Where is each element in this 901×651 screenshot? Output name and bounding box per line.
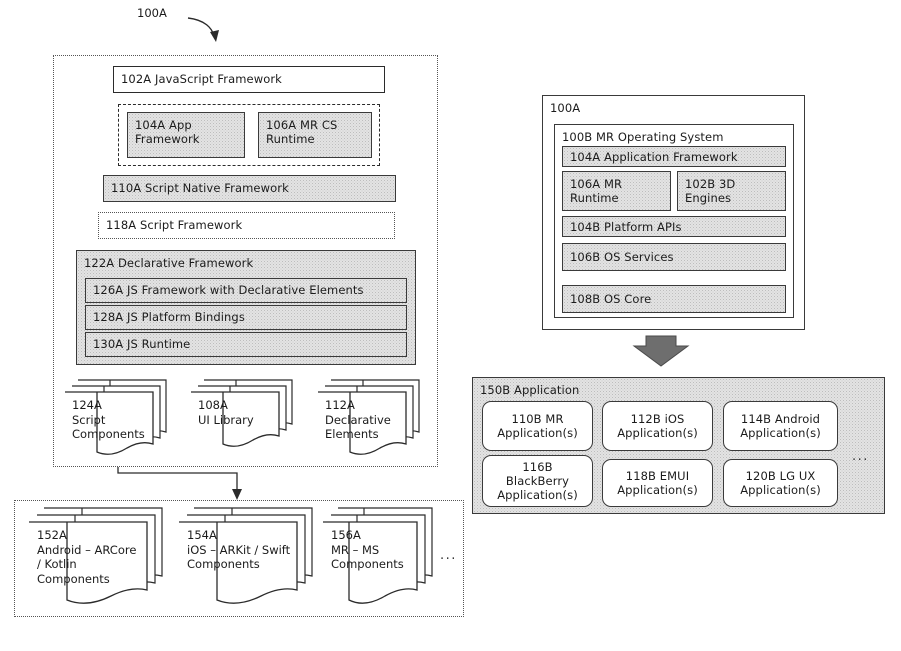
block-150b-label: 150B Application	[480, 383, 580, 397]
block-102b-label: 102B 3D Engines	[685, 177, 736, 205]
block-110a-label: 110A Script Native Framework	[111, 181, 289, 195]
block-102a-javascript-framework[interactable]: 102A JavaScript Framework	[113, 66, 385, 93]
docstack-112a-label: 112A Declarative Elements	[325, 398, 391, 441]
block-104b-platform-apis[interactable]: 104B Platform APIs	[562, 216, 786, 237]
app-118b-label: 118B EMUI Application(s)	[617, 469, 698, 497]
docstack-124a-script-components[interactable]: 124A Script Components	[62, 378, 174, 460]
block-130a-label: 130A JS Runtime	[93, 337, 191, 351]
block-106b-label: 106B OS Services	[570, 250, 674, 264]
app-118b-emui[interactable]: 118B EMUI Application(s)	[602, 459, 713, 507]
block-106b-os-services[interactable]: 106B OS Services	[562, 243, 786, 271]
docstack-112a-declarative-elements[interactable]: 112A Declarative Elements	[315, 378, 427, 460]
block-106a-mr-cs-runtime[interactable]: 106A MR CS Runtime	[258, 112, 372, 158]
block-118a-label: 118A Script Framework	[106, 218, 243, 232]
block-104a-label: 104A App Framework	[135, 118, 200, 146]
block-108b-os-core[interactable]: 108B OS Core	[562, 285, 786, 313]
app-120b-label: 120B LG UX Application(s)	[740, 469, 821, 497]
docstack-108a-ui-library[interactable]: 108A UI Library	[188, 378, 300, 460]
docstack-156a-label: 156A MR – MS Components	[331, 528, 404, 571]
block-128a-js-platform-bindings[interactable]: 128A JS Platform Bindings	[85, 305, 407, 330]
docstack-152a-label: 152A Android – ARCore / Kotlin Component…	[37, 528, 137, 586]
block-104b-label: 104B Platform APIs	[570, 220, 682, 234]
docstack-124a-label: 124A Script Components	[72, 398, 145, 441]
app-116b-blackberry[interactable]: 116B BlackBerry Application(s)	[482, 455, 593, 507]
app-120b-lg-ux[interactable]: 120B LG UX Application(s)	[723, 459, 838, 507]
app-110b-label: 110B MR Application(s)	[497, 412, 578, 440]
bottom-left-ellipsis: ...	[440, 548, 457, 563]
docstack-154a-label: 154A iOS – ARKit / Swift Components	[187, 528, 291, 571]
right-panel-outer-label: 100A	[550, 101, 581, 115]
block-108b-label: 108B OS Core	[570, 292, 652, 306]
bottom-right-ellipsis: ...	[852, 449, 869, 464]
figure-reference-100a: 100A	[137, 6, 167, 20]
app-112b-label: 112B iOS Application(s)	[617, 412, 698, 440]
block-126a-label: 126A JS Framework with Declarative Eleme…	[93, 283, 364, 297]
block-126a-js-framework-declarative-elements[interactable]: 126A JS Framework with Declarative Eleme…	[85, 278, 407, 303]
app-114b-label: 114B Android Application(s)	[740, 412, 821, 440]
block-104a-app-framework[interactable]: 104A App Framework	[127, 112, 245, 158]
app-114b-android[interactable]: 114B Android Application(s)	[723, 401, 838, 451]
block-106a-mr-runtime-label: 106A MR Runtime	[570, 177, 623, 205]
app-110b-mr[interactable]: 110B MR Application(s)	[482, 401, 593, 451]
block-102a-label: 102A JavaScript Framework	[121, 72, 282, 86]
block-100b-label: 100B MR Operating System	[562, 130, 724, 144]
block-122a-label: 122A Declarative Framework	[84, 256, 254, 270]
block-118a-script-framework[interactable]: 118A Script Framework	[98, 212, 395, 239]
block-104a-application-framework[interactable]: 104A Application Framework	[562, 146, 786, 167]
block-110a-script-native-framework[interactable]: 110A Script Native Framework	[103, 175, 396, 202]
block-106a-label: 106A MR CS Runtime	[266, 118, 338, 146]
docstack-152a-android-components[interactable]: 152A Android – ARCore / Kotlin Component…	[26, 506, 171, 606]
block-128a-label: 128A JS Platform Bindings	[93, 310, 245, 324]
docstack-108a-label: 108A UI Library	[198, 398, 254, 427]
block-106a-mr-runtime[interactable]: 106A MR Runtime	[562, 171, 671, 211]
dashed-group-container	[118, 104, 380, 166]
block-130a-js-runtime[interactable]: 130A JS Runtime	[85, 332, 407, 357]
block-104a-appframework-label: 104A Application Framework	[570, 150, 738, 164]
docstack-156a-mr-ms-components[interactable]: 156A MR – MS Components	[320, 506, 440, 606]
app-116b-label: 116B BlackBerry Application(s)	[497, 460, 578, 502]
docstack-154a-ios-components[interactable]: 154A iOS – ARKit / Swift Components	[176, 506, 321, 606]
app-112b-ios[interactable]: 112B iOS Application(s)	[602, 401, 713, 451]
block-102b-3d-engines[interactable]: 102B 3D Engines	[677, 171, 786, 211]
